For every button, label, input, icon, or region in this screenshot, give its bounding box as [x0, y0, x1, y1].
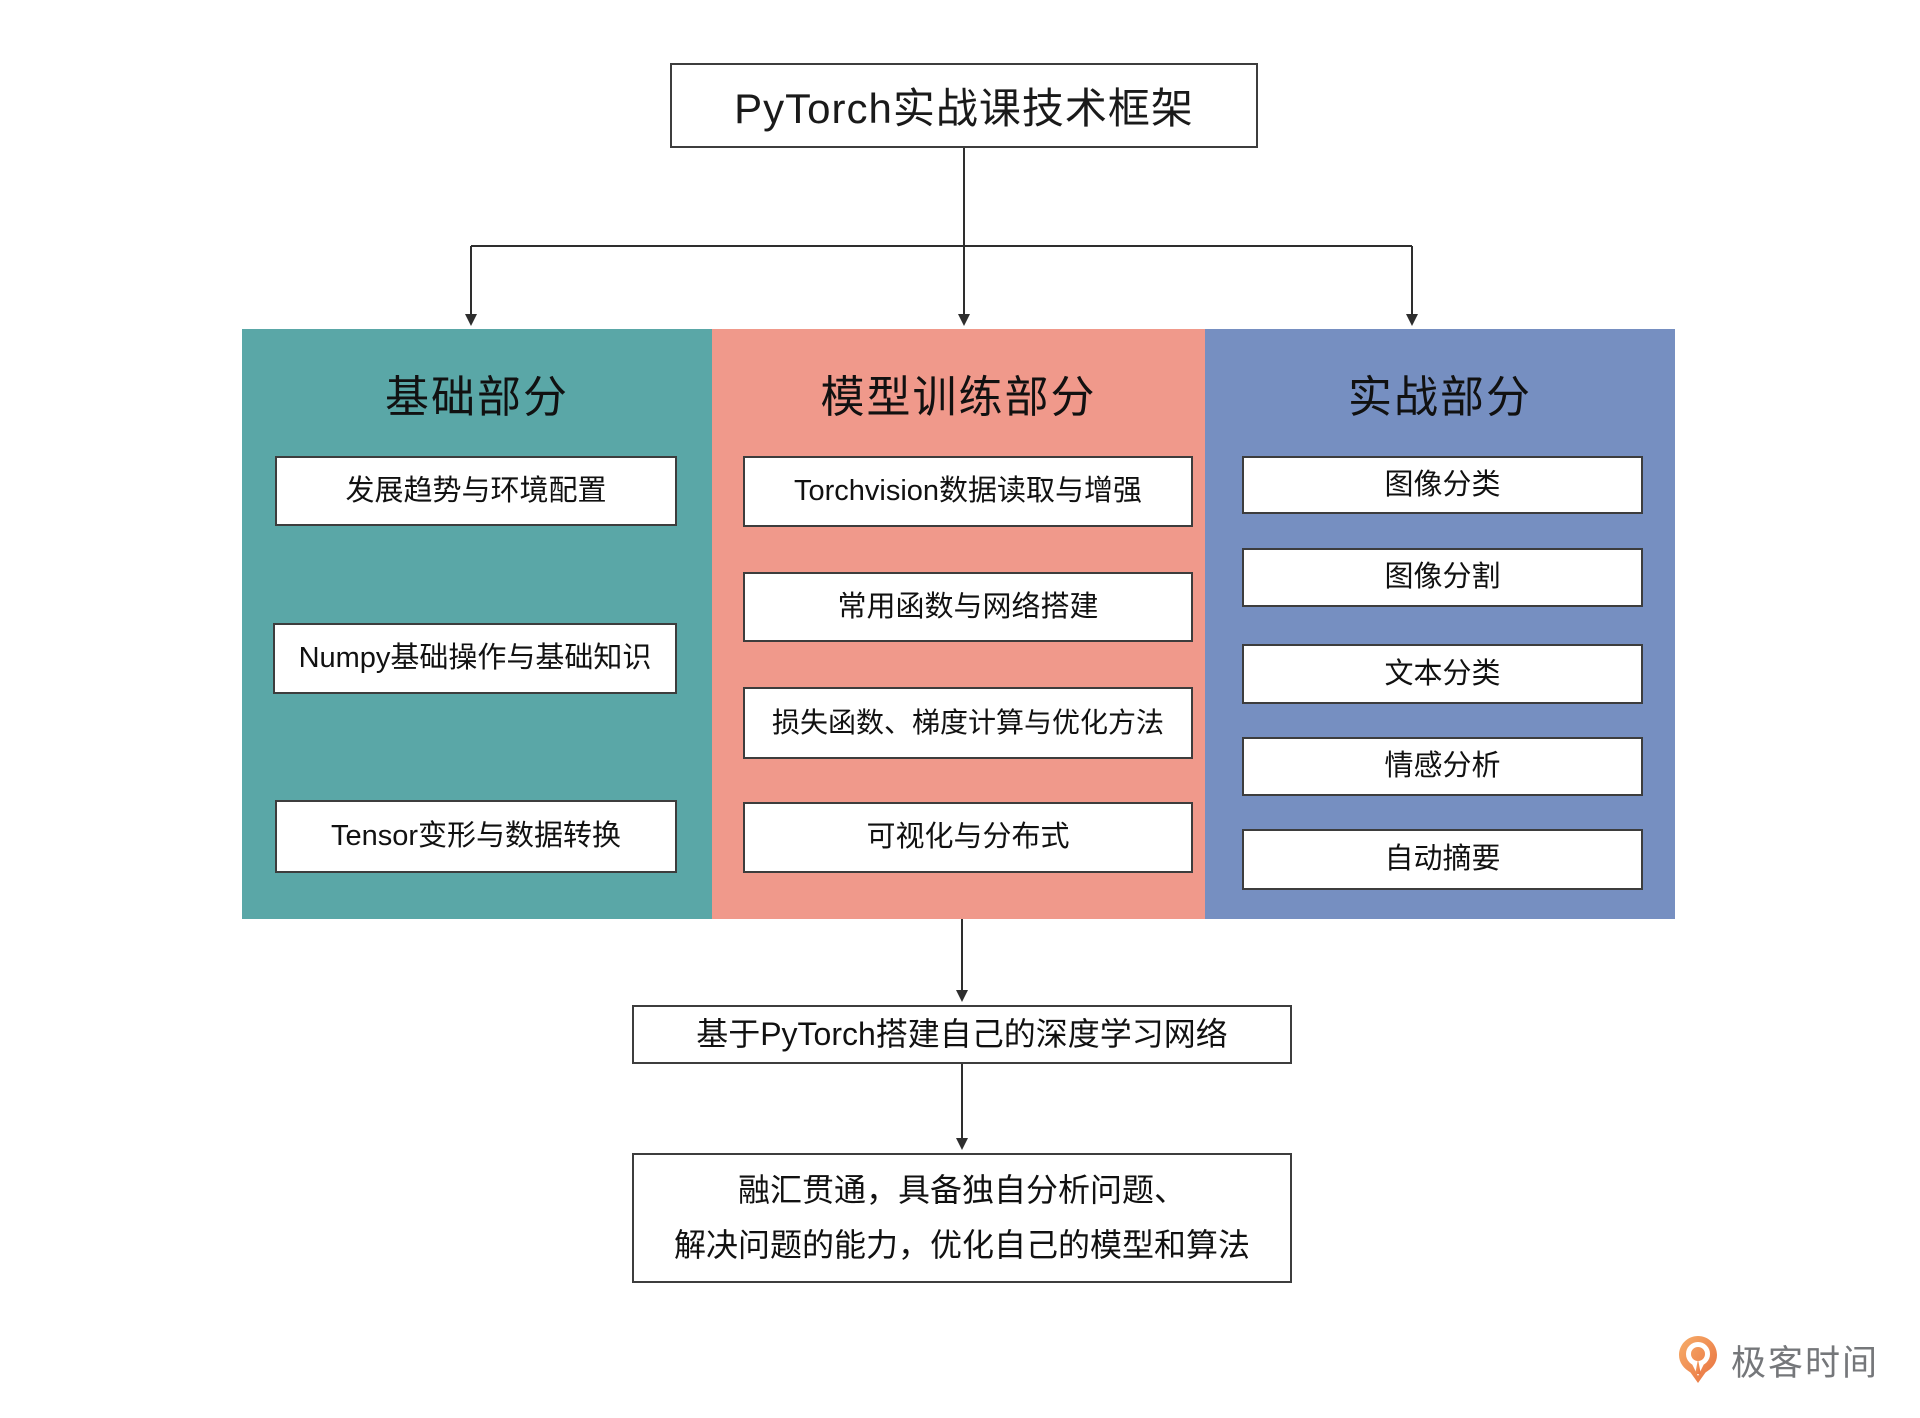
column-train-header: 模型训练部分	[820, 373, 1097, 422]
column-practice-header: 实战部分	[1348, 373, 1532, 422]
node-image-segmentation: 图像分割	[1242, 548, 1643, 607]
node-mastery: 融汇贯通，具备独自分析问题、 解决问题的能力，优化自己的模型和算法	[632, 1153, 1292, 1283]
node-auto-summary: 自动摘要	[1242, 829, 1643, 890]
brand-footer: 极客时间	[1678, 1334, 1879, 1386]
geektime-pin-icon	[1679, 1336, 1717, 1383]
node-numpy-basics: Numpy基础操作与基础知识	[273, 623, 677, 694]
node-common-functions: 常用函数与网络搭建	[743, 572, 1193, 642]
column-basic-header: 基础部分	[385, 373, 569, 422]
node-loss-gradient: 损失函数、梯度计算与优化方法	[743, 687, 1193, 759]
node-visualization: 可视化与分布式	[743, 802, 1193, 873]
node-image-classification: 图像分类	[1242, 456, 1643, 514]
node-tensor-reshape: Tensor变形与数据转换	[275, 800, 677, 873]
node-build-network: 基于PyTorch搭建自己的深度学习网络	[632, 1005, 1292, 1064]
node-torchvision-data: Torchvision数据读取与增强	[743, 456, 1193, 527]
node-trend-env: 发展趋势与环境配置	[275, 456, 677, 526]
node-mastery-line2: 解决问题的能力，优化自己的模型和算法	[673, 1227, 1250, 1264]
diagram-title: PyTorch实战课技术框架	[734, 85, 1194, 132]
brand-name: 极客时间	[1731, 1343, 1880, 1383]
title-box: PyTorch实战课技术框架	[670, 63, 1258, 148]
node-mastery-line1: 融汇贯通，具备独自分析问题、	[737, 1172, 1186, 1209]
column-practice: 实战部分	[1205, 329, 1675, 919]
node-text-classification: 文本分类	[1242, 644, 1643, 704]
node-sentiment-analysis: 情感分析	[1242, 737, 1643, 796]
